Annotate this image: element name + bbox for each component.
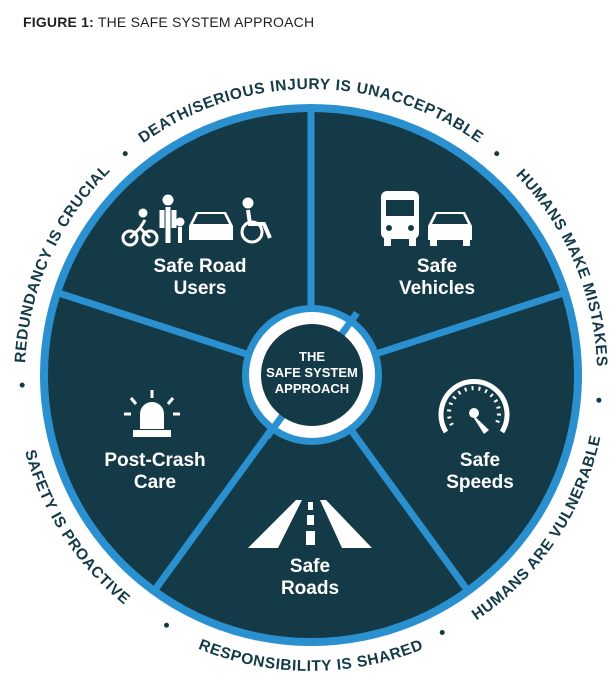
speedometer-icon bbox=[438, 379, 510, 434]
siren-icon bbox=[124, 390, 180, 437]
segment-label-line2: Users bbox=[174, 278, 227, 299]
hub-center bbox=[261, 324, 363, 426]
segment-label-line1: Safe bbox=[290, 556, 330, 577]
figure-title-text: THE SAFE SYSTEM APPROACH bbox=[97, 14, 315, 30]
principle-separators bbox=[19, 151, 602, 636]
segment-label-line1: Safe Road bbox=[154, 256, 247, 277]
vehicles-icon bbox=[381, 191, 472, 246]
road-users-icon bbox=[121, 194, 272, 247]
separator-dot bbox=[494, 151, 500, 157]
segment-label-line2: Roads bbox=[281, 578, 339, 599]
road-icon bbox=[248, 500, 372, 548]
separator-dot bbox=[19, 382, 25, 388]
segment-label-line2: Speeds bbox=[446, 472, 514, 493]
figure-number: FIGURE 1: bbox=[23, 14, 95, 30]
separator-dot bbox=[122, 151, 128, 157]
center-label-line2: SAFE SYSTEM bbox=[266, 365, 358, 380]
segment-label-line1: Safe bbox=[460, 450, 500, 471]
center-label-line3: APPROACH bbox=[275, 381, 349, 396]
center-label-line1: THE bbox=[299, 349, 325, 364]
segment-label-line1: Post-Crash bbox=[104, 450, 205, 471]
separator-dot bbox=[164, 622, 169, 628]
figure-title: FIGURE 1: THE SAFE SYSTEM APPROACH bbox=[23, 14, 314, 30]
separator-dot bbox=[596, 397, 602, 403]
segment-label-line2: Vehicles bbox=[399, 278, 475, 299]
segment-label-line2: Care bbox=[134, 472, 176, 493]
separator-dot bbox=[439, 630, 445, 636]
segment-label-line1: Safe bbox=[417, 256, 457, 277]
